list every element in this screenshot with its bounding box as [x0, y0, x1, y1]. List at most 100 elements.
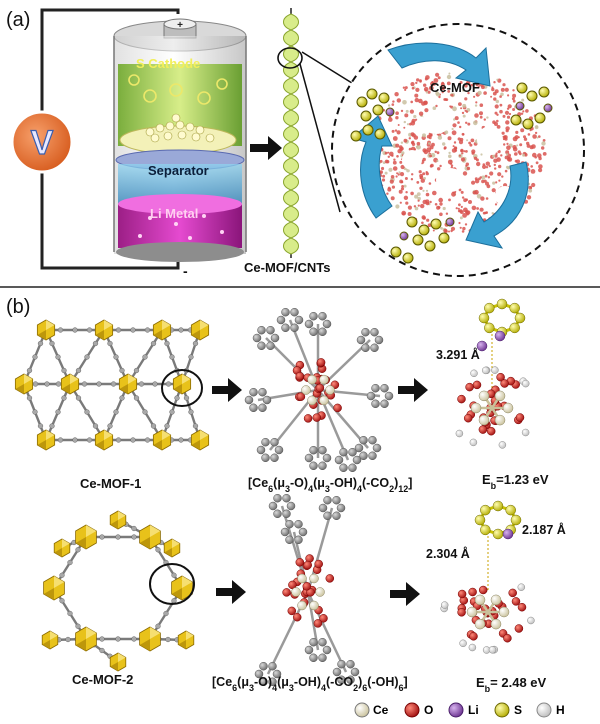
lattice-atom — [395, 111, 399, 115]
battery-icon: + — [113, 18, 247, 262]
linker-node — [192, 340, 199, 347]
atom — [457, 589, 467, 599]
lattice-atom — [379, 159, 383, 163]
zoom-line-1 — [301, 51, 361, 89]
polyhedron-face — [150, 626, 161, 639]
lattice-atom — [518, 152, 522, 156]
atom — [476, 340, 488, 352]
linker-node — [192, 423, 199, 429]
atom — [257, 325, 266, 335]
lattice-atom — [462, 226, 466, 231]
atom — [313, 619, 323, 628]
lattice-atom — [505, 129, 509, 133]
lattice-atom — [451, 130, 457, 136]
linker-node — [92, 423, 99, 429]
lattice-atom — [498, 179, 501, 182]
lattice-atom — [495, 152, 498, 155]
atom — [268, 501, 278, 511]
legend-s-icon — [494, 702, 510, 718]
lattice-atom — [475, 83, 479, 87]
atom — [498, 441, 507, 449]
atom — [297, 573, 307, 584]
atom — [384, 391, 394, 401]
lattice-atom — [505, 153, 509, 156]
atom — [273, 509, 282, 519]
lattice-atom — [429, 145, 434, 150]
atom — [478, 414, 490, 426]
atom — [256, 445, 266, 455]
lattice-atom — [381, 178, 386, 182]
lattice-atom — [466, 139, 469, 142]
atom — [297, 600, 307, 611]
atom — [480, 504, 491, 516]
lattice-atom — [508, 112, 512, 116]
lattice-atom — [471, 149, 476, 154]
lattice-atom — [522, 153, 526, 157]
lattice-atom — [390, 175, 395, 179]
lattice-atom — [428, 150, 431, 153]
lattice-atom — [494, 154, 498, 158]
lattice-atom — [496, 125, 501, 129]
lattice-atom — [479, 111, 483, 116]
atom — [337, 675, 346, 685]
atom — [282, 493, 291, 503]
lattice-atom — [480, 196, 485, 201]
linker-node — [84, 354, 90, 360]
atom — [498, 606, 510, 618]
polyhedron-face — [200, 320, 209, 330]
atom — [505, 504, 516, 516]
cnt-bead — [283, 141, 299, 159]
panel-b-tag: (b) — [6, 296, 30, 318]
atom — [486, 426, 496, 436]
atom — [359, 435, 368, 445]
linker-node — [75, 547, 81, 553]
atom — [281, 307, 290, 317]
linker-node — [138, 381, 145, 387]
cluster-ce-mof-1 — [244, 307, 394, 473]
atom — [455, 429, 464, 438]
atom — [323, 495, 332, 505]
lattice-atom — [447, 136, 452, 141]
linker-node — [115, 327, 122, 333]
lattice-atom — [443, 228, 448, 233]
lattice-atom — [537, 153, 542, 158]
lattice-atom — [443, 147, 446, 150]
lattice-atom — [413, 205, 417, 208]
atom — [268, 677, 277, 687]
linker-node — [72, 327, 78, 333]
atom — [348, 463, 357, 473]
lattice-atom — [467, 122, 471, 126]
atom — [491, 366, 499, 374]
linker-node — [169, 409, 175, 415]
atom — [514, 312, 526, 324]
atom — [457, 394, 466, 404]
lattice-atom — [447, 159, 453, 165]
linker-node — [130, 327, 136, 333]
atom — [484, 302, 495, 314]
linker-node — [144, 327, 151, 333]
lattice-atom — [388, 117, 393, 122]
lattice-atom — [395, 116, 399, 120]
atom — [332, 667, 342, 677]
atom — [361, 343, 370, 353]
lattice-atom — [493, 81, 496, 84]
lattice-atom — [424, 108, 429, 113]
atom — [478, 390, 490, 402]
lattice-atom — [485, 166, 489, 169]
lattice-atom — [485, 197, 489, 200]
lattice-atom — [414, 194, 419, 199]
lattice-atom — [392, 166, 398, 171]
polyhedron-face — [139, 537, 150, 550]
cnt-bead — [283, 189, 299, 207]
lattice-atom — [435, 104, 438, 108]
zoom-line-2 — [299, 63, 341, 213]
lattice-atom — [497, 172, 502, 177]
atom — [380, 399, 389, 409]
lattice-atom — [440, 226, 443, 230]
lattice-atom — [511, 97, 515, 101]
lattice-atom — [474, 104, 478, 107]
lattice-atom — [496, 119, 499, 123]
lattice-atom — [424, 89, 427, 92]
lattice-atom — [415, 118, 418, 121]
atom — [492, 528, 504, 540]
